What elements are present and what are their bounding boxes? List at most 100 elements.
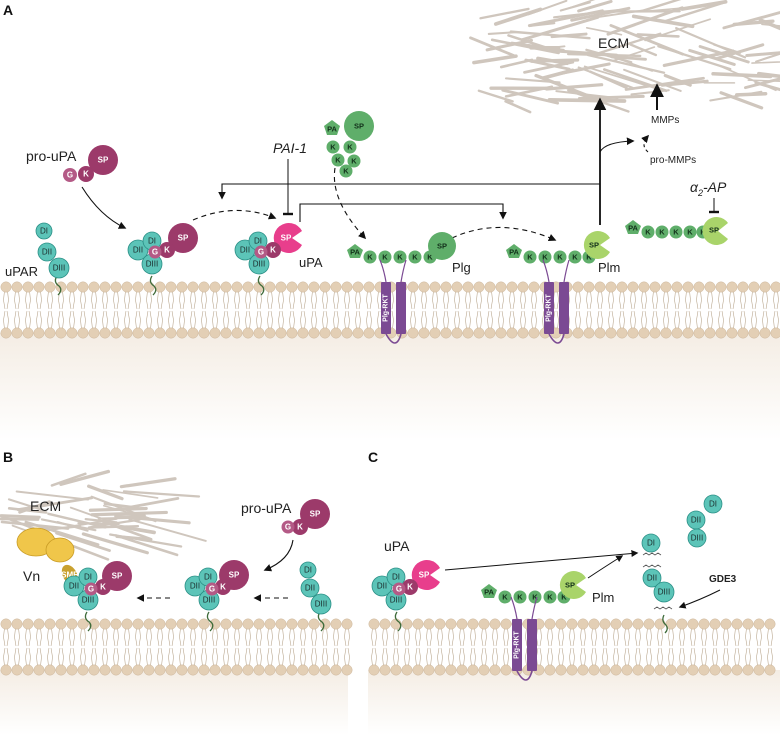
cytoplasm-b [0, 670, 348, 735]
domain-dii: DII [647, 574, 657, 583]
arrow-pro-upa-binding [81, 186, 127, 229]
arrow-upa-cleaves-upar [444, 550, 639, 571]
domain-sp: SP [229, 571, 240, 580]
arrow-upa-to-plg [299, 203, 507, 222]
domain-di: DI [148, 237, 156, 246]
domain-k: K [351, 157, 357, 166]
domain-di: DI [254, 237, 262, 246]
free-plg-molecule: SP PA K K K K K [324, 111, 374, 178]
a2ap-label-sub: 2 [697, 188, 703, 198]
domain-dii: DII [377, 582, 387, 591]
bound-plm-molecule-c: PA K K K K K SP [481, 571, 586, 604]
pro-mmps-label: pro-MMPs [650, 155, 696, 166]
cytoplasm-a [0, 333, 780, 440]
domain-k: K [100, 583, 106, 592]
plg-rkt-receptor-2: Plg-RKT [542, 259, 570, 344]
domain-diii: DIII [658, 588, 670, 597]
a2ap-label: α2-AP [690, 179, 727, 198]
arrow-plg-to-plm [451, 226, 557, 242]
upar-pro-upa-complex-b: DII DI DIII SP K G [184, 560, 249, 632]
domain-dii: DII [133, 246, 143, 255]
domain-k: K [397, 253, 403, 262]
domain-sp: SP [589, 241, 599, 250]
arrow-activation-upa [192, 209, 277, 221]
vn-label: Vn [23, 568, 40, 584]
membrane-bilayer-c [368, 618, 776, 676]
arrow-gde3-cleaves-upar [678, 589, 721, 609]
upa-label-c: uPA [384, 538, 410, 554]
arrow-plm-to-mmps [599, 137, 635, 153]
ecm-label-b: ECM [30, 498, 61, 514]
upar-receptor-b: DI DII DIII [299, 561, 332, 632]
domain-k: K [561, 593, 567, 602]
mmps-label: MMPs [651, 115, 679, 126]
panel-label-c: C [368, 449, 378, 465]
bound-plg-molecule: PA K K K K K SP [347, 232, 456, 264]
domain-pa: PA [509, 248, 519, 257]
domain-k: K [547, 593, 553, 602]
plg-rkt-receptor-1: Plg-RKT [379, 259, 407, 344]
domain-sp: SP [419, 571, 430, 580]
domain-k: K [517, 593, 523, 602]
domain-dii: DII [42, 248, 52, 257]
domain-smb: SMB [61, 571, 79, 580]
domain-pa: PA [327, 125, 337, 134]
plg-label: Plg [452, 260, 471, 275]
domain-k: K [502, 593, 508, 602]
pro-upa-label: pro-uPA [26, 148, 77, 164]
domain-dii: DII [69, 582, 79, 591]
arrow-pro-mmp-activation [641, 134, 650, 153]
domain-g: G [209, 585, 215, 594]
plg-rkt-receptor-c: Plg-RKT [510, 596, 538, 681]
domain-sp: SP [310, 510, 321, 519]
pro-upa-label-b: pro-uPA [241, 500, 292, 516]
arrow-plg-binding [333, 167, 367, 240]
pro-upa-molecule: SP K G [63, 145, 118, 182]
domain-k: K [220, 583, 226, 592]
cytoplasm-c [368, 670, 780, 735]
domain-k: K [542, 253, 548, 262]
domain-dii: DII [240, 246, 250, 255]
domain-g: G [396, 585, 402, 594]
domain-pa: PA [628, 224, 638, 233]
domain-di: DI [647, 539, 655, 548]
domain-diii: DIII [82, 596, 94, 605]
plg-rkt-label: Plg-RKT [546, 293, 553, 321]
domain-dii: DII [691, 516, 701, 525]
domain-k: K [527, 253, 533, 262]
domain-k: K [412, 253, 418, 262]
domain-diii: DIII [691, 534, 703, 543]
domain-pa: PA [350, 248, 360, 257]
domain-k: K [687, 228, 693, 237]
panel-label-b: B [3, 449, 13, 465]
domain-k: K [673, 228, 679, 237]
domain-sp: SP [112, 572, 123, 581]
domain-pa: PA [484, 588, 494, 597]
domain-k: K [367, 253, 373, 262]
domain-k: K [164, 246, 170, 255]
domain-dii: DII [190, 582, 200, 591]
domain-k: K [347, 143, 353, 152]
domain-sp: SP [565, 581, 575, 590]
upa-label-a: uPA [299, 255, 323, 270]
ecm-label-a: ECM [598, 35, 629, 51]
domain-diii: DIII [315, 600, 327, 609]
domain-k: K [557, 253, 563, 262]
domain-sp: SP [98, 156, 109, 165]
domain-k: K [343, 167, 349, 176]
domain-k: K [645, 228, 651, 237]
domain-k: K [382, 253, 388, 262]
domain-g: G [67, 171, 73, 180]
domain-k: K [427, 253, 433, 262]
a2ap-label-alpha: α [690, 179, 699, 195]
panel-label-a: A [3, 2, 13, 18]
a2ap-label-tail: -AP [703, 179, 727, 195]
domain-k: K [407, 583, 413, 592]
domain-diii: DIII [203, 596, 215, 605]
cleaved-upar-fragments: DI DII DIII [641, 533, 675, 634]
domain-g: G [152, 248, 158, 257]
domain-di: DI [392, 573, 400, 582]
domain-k: K [659, 228, 665, 237]
domain-sp: SP [178, 234, 189, 243]
